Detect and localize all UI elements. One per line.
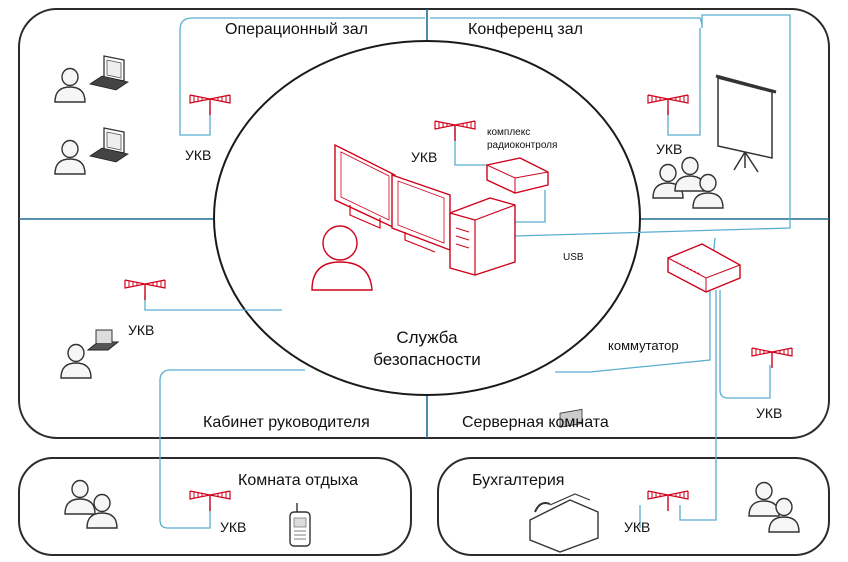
antenna-icon-accounting <box>647 490 689 512</box>
cable-rest-room <box>159 369 305 529</box>
antenna-icon-server <box>751 347 793 369</box>
room-title-director: Кабинет руководителя <box>203 414 370 431</box>
radio-control-complex-icon <box>486 157 549 194</box>
room-title-server: Серверная комната <box>462 414 609 431</box>
rest-room-border <box>18 457 412 556</box>
ukv-label-conference: УКВ <box>656 141 682 157</box>
group-people-icon-rest <box>64 479 118 529</box>
complex-label-line2: радиоконтроля <box>487 140 557 151</box>
security-operator-icon <box>311 225 373 291</box>
switch-label: коммутатор <box>608 338 679 353</box>
antenna-icon-conference <box>647 94 689 116</box>
room-title-operations: Операционный зал <box>225 21 368 38</box>
ukv-label-rest: УКВ <box>220 519 246 535</box>
room-title-conference: Конференц зал <box>468 21 583 38</box>
cables <box>144 14 791 529</box>
ukv-label-operations: УКВ <box>185 147 211 163</box>
cable-conference-antenna <box>667 28 701 136</box>
cable-accounting <box>679 290 717 521</box>
workstation-icon-bottom <box>54 127 129 175</box>
cable-operations <box>179 17 425 136</box>
room-title-rest: Комната отдыха <box>238 472 358 489</box>
antenna-icon-rest <box>189 490 231 512</box>
center-title-line1: Служба <box>396 328 458 347</box>
projector-screen-icon <box>715 74 777 173</box>
group-people-icon-conference <box>652 156 724 209</box>
antenna-icon-operations <box>189 94 231 116</box>
ukv-label-director: УКВ <box>128 322 154 338</box>
main-building-border <box>18 8 830 439</box>
cable-server-antenna <box>719 290 771 399</box>
mobile-phone-icon <box>289 503 311 547</box>
ukv-label-complex: УКВ <box>411 149 437 165</box>
system-unit-icon <box>449 197 516 276</box>
ukv-label-server: УКВ <box>756 405 782 421</box>
cable-switch-center <box>555 290 711 373</box>
group-people-icon-accounting <box>748 481 800 533</box>
complex-label-line1: комплекс <box>487 127 530 138</box>
center-title-line2: безопасности <box>373 350 480 369</box>
workstation-icon-top <box>54 55 129 103</box>
cable-complex-pc <box>515 190 546 223</box>
antenna-icon-director <box>124 279 166 301</box>
cable-conference-trunk <box>430 14 791 237</box>
network-switch-icon <box>667 243 741 293</box>
room-title-accounting: Бухгалтерия <box>472 472 564 489</box>
ukv-label-accounting: УКВ <box>624 519 650 535</box>
laptop-user-icon <box>60 329 120 379</box>
usb-label: USB <box>563 252 584 263</box>
fax-machine-icon <box>529 408 599 553</box>
accounting-border <box>437 457 830 556</box>
